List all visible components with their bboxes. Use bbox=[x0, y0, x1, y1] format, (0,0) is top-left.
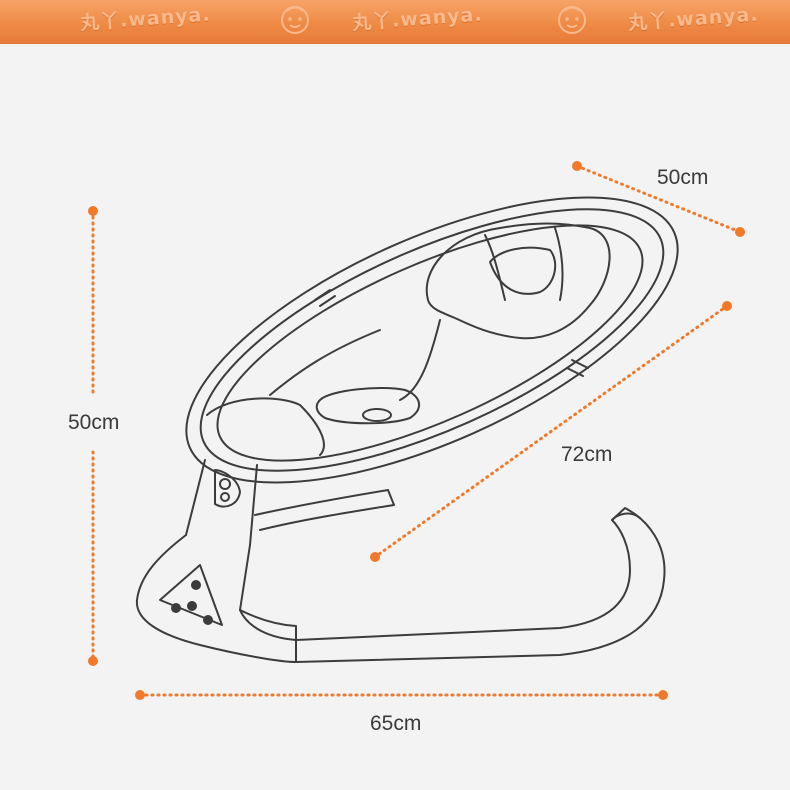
rim-clip bbox=[566, 359, 589, 377]
rocking-base bbox=[295, 507, 666, 663]
harness-buckle bbox=[315, 387, 420, 425]
guide-endpoint bbox=[88, 206, 98, 216]
seat-rim-inner bbox=[199, 208, 665, 472]
depth-guide-line bbox=[575, 164, 742, 234]
base-endcap bbox=[611, 512, 641, 521]
motor-housing bbox=[135, 534, 297, 663]
diagonal-dimension-label: 72cm bbox=[561, 443, 613, 466]
rocker-line-art bbox=[135, 196, 679, 663]
headrest-center bbox=[489, 246, 557, 295]
base-join bbox=[239, 609, 297, 641]
width-dimension-label: 65cm bbox=[370, 712, 422, 735]
depth-dimension-label: 50cm bbox=[657, 166, 709, 189]
guide-endpoint bbox=[735, 227, 745, 237]
seat-seam bbox=[269, 319, 441, 401]
seat-rim-outer bbox=[185, 196, 679, 484]
brand-banner: 丸丫.wanya. 丸丫.wanya. 丸丫.wanya. bbox=[0, 0, 790, 44]
baby-face-icon bbox=[558, 6, 586, 34]
headrest-seam bbox=[484, 227, 564, 301]
remote-control-icon bbox=[214, 469, 241, 508]
diagonal-guide-line bbox=[373, 304, 729, 559]
guide-endpoint bbox=[135, 690, 145, 700]
dimension-guides bbox=[88, 161, 745, 700]
guide-endpoint bbox=[370, 552, 380, 562]
rear-strut bbox=[254, 489, 395, 531]
rim-clip bbox=[314, 289, 336, 307]
support-column bbox=[185, 459, 258, 546]
control-panel bbox=[159, 564, 223, 626]
headrest bbox=[425, 222, 611, 340]
guide-endpoint bbox=[88, 656, 98, 666]
seat-fabric bbox=[216, 224, 644, 462]
height-dimension-label: 50cm bbox=[68, 411, 120, 434]
seat-cushion bbox=[206, 397, 325, 456]
guide-endpoint bbox=[658, 690, 668, 700]
buckle-button bbox=[362, 408, 392, 422]
guide-endpoint bbox=[722, 301, 732, 311]
guide-endpoint bbox=[572, 161, 582, 171]
baby-face-icon bbox=[281, 6, 309, 34]
